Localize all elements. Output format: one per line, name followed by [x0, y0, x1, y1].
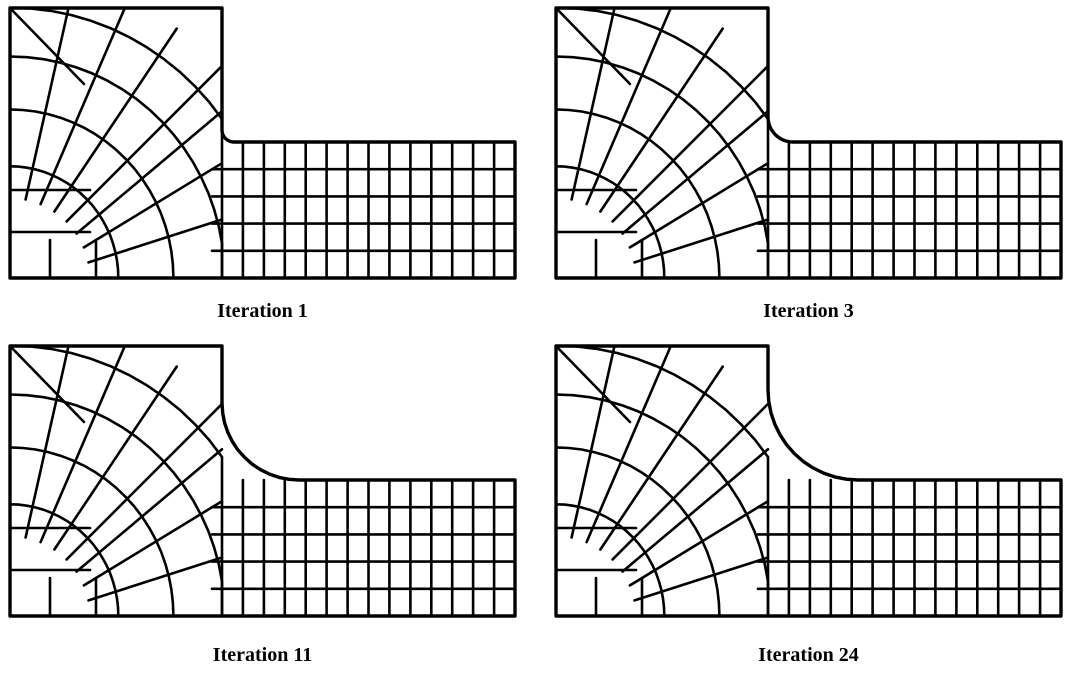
mesh-spoke — [633, 556, 770, 602]
mesh-spoke — [621, 110, 770, 235]
mesh-diagram — [8, 344, 517, 618]
mesh-panel-iteration-3: Iteration 3 — [546, 0, 1071, 338]
mesh-spoke — [75, 448, 224, 573]
mesh-diagonal — [8, 344, 86, 424]
mesh-spoke — [585, 6, 673, 206]
mesh-ring — [554, 446, 721, 618]
panel-caption: Iteration 11 — [212, 644, 313, 666]
mesh-diagram — [8, 6, 517, 280]
mesh-spoke — [611, 402, 770, 561]
mesh-spoke — [585, 344, 673, 544]
mesh-diagonal — [554, 6, 632, 86]
mesh-spoke — [39, 344, 127, 544]
mesh-ring — [554, 503, 666, 618]
mesh-ring — [554, 393, 770, 618]
mesh-ring — [8, 393, 224, 618]
mesh-ring — [8, 108, 175, 280]
mesh-spoke — [599, 27, 724, 213]
mesh-spoke — [65, 402, 224, 561]
mesh-boundary — [8, 6, 517, 280]
mesh-boundary — [554, 344, 1063, 618]
mesh-spoke — [82, 499, 224, 587]
mesh-spoke — [621, 448, 770, 573]
mesh-ring — [554, 108, 721, 280]
mesh-ring — [8, 6, 224, 280]
mesh-ring — [554, 344, 770, 618]
mesh-spoke — [599, 365, 724, 551]
mesh-diagram — [554, 344, 1063, 618]
mesh-spoke — [633, 218, 770, 264]
mesh-ring — [8, 344, 224, 618]
panel-caption: Iteration 24 — [758, 644, 859, 666]
panel-caption: Iteration 1 — [217, 300, 308, 322]
mesh-panel-iteration-24: Iteration 24 — [546, 338, 1071, 676]
mesh-spoke — [53, 365, 178, 551]
mesh-diagram — [554, 6, 1063, 280]
mesh-ring — [554, 55, 770, 280]
mesh-spoke — [39, 6, 127, 206]
mesh-diagonal — [554, 344, 632, 424]
mesh-spoke — [628, 161, 770, 249]
mesh-boundary — [554, 6, 1063, 280]
mesh-ring — [8, 55, 224, 280]
mesh-ring — [8, 503, 120, 618]
mesh-diagonal — [8, 6, 86, 86]
mesh-spoke — [570, 6, 616, 201]
mesh-panel-iteration-11: Iteration 11 — [0, 338, 525, 676]
mesh-spoke — [53, 27, 178, 213]
mesh-panel-iteration-1: Iteration 1 — [0, 0, 525, 338]
mesh-boundary — [8, 344, 517, 618]
mesh-ring — [8, 446, 175, 618]
mesh-ring — [554, 6, 770, 280]
mesh-spoke — [82, 161, 224, 249]
mesh-spoke — [570, 344, 616, 539]
mesh-spoke — [24, 6, 70, 201]
mesh-spoke — [75, 110, 224, 235]
mesh-spoke — [65, 64, 224, 223]
mesh-spoke — [87, 218, 224, 264]
mesh-spoke — [87, 556, 224, 602]
mesh-ring — [554, 165, 666, 280]
mesh-spoke — [611, 64, 770, 223]
mesh-spoke — [24, 344, 70, 539]
mesh-spoke — [628, 499, 770, 587]
panel-caption: Iteration 3 — [763, 300, 854, 322]
mesh-ring — [8, 165, 120, 280]
